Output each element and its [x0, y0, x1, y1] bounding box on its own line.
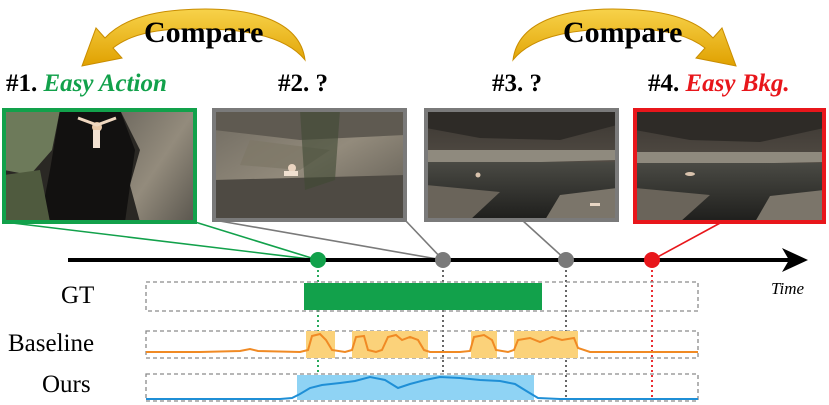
connector-line-1 [3, 221, 319, 261]
frame-1-border [2, 108, 197, 224]
connector-line-2b [213, 219, 444, 261]
connector-line-3 [521, 219, 567, 261]
frame-4-thumbnail [635, 110, 824, 222]
frame-2-border [212, 108, 407, 222]
compare-arrow-left [81, 8, 306, 67]
timeline-marker-1 [310, 252, 326, 268]
baseline-score-curve [146, 332, 698, 354]
ours-track [145, 373, 699, 402]
gt-track [145, 281, 699, 312]
frame-4-border [633, 108, 826, 224]
connector-line-1b [194, 221, 319, 261]
frame-1-title: #1. Easy Action [6, 70, 167, 98]
time-axis-label: Time [771, 279, 805, 298]
ours-fill-region [297, 375, 534, 400]
timeline-marker-3 [558, 252, 574, 268]
frame-3-border [424, 108, 619, 222]
time-axis-arrowhead [782, 248, 808, 272]
baseline-fill-regions [306, 331, 578, 358]
row-label-baseline: Baseline [8, 330, 95, 357]
timeline-marker-2 [435, 252, 451, 268]
compare-label-left: Compare [144, 16, 264, 49]
connector-line-2 [404, 219, 444, 261]
row-label-ours: Ours [42, 371, 91, 398]
gt-segment [304, 283, 542, 310]
compare-label-right: Compare [563, 16, 683, 49]
timeline-marker-4 [644, 252, 660, 268]
frame-4-caption: Easy Bkg. [685, 70, 790, 97]
frame-4-number: #4. [648, 70, 680, 97]
frame-1-number: #1. [6, 70, 38, 97]
frame-2-title: #2. ? [278, 70, 328, 97]
connector-line-4 [651, 221, 723, 261]
frame-1-thumbnail [4, 110, 195, 222]
frame-4-title: #4. Easy Bkg. [648, 70, 790, 98]
frame-3-title: #3. ? [492, 70, 542, 97]
compare-arrow-right [512, 8, 737, 67]
ours-score-curve [146, 375, 698, 400]
frame-2-thumbnail [214, 110, 405, 220]
row-label-gt: GT [61, 282, 95, 309]
frame-3-thumbnail [426, 110, 617, 220]
frame-1-caption: Easy Action [43, 70, 167, 97]
